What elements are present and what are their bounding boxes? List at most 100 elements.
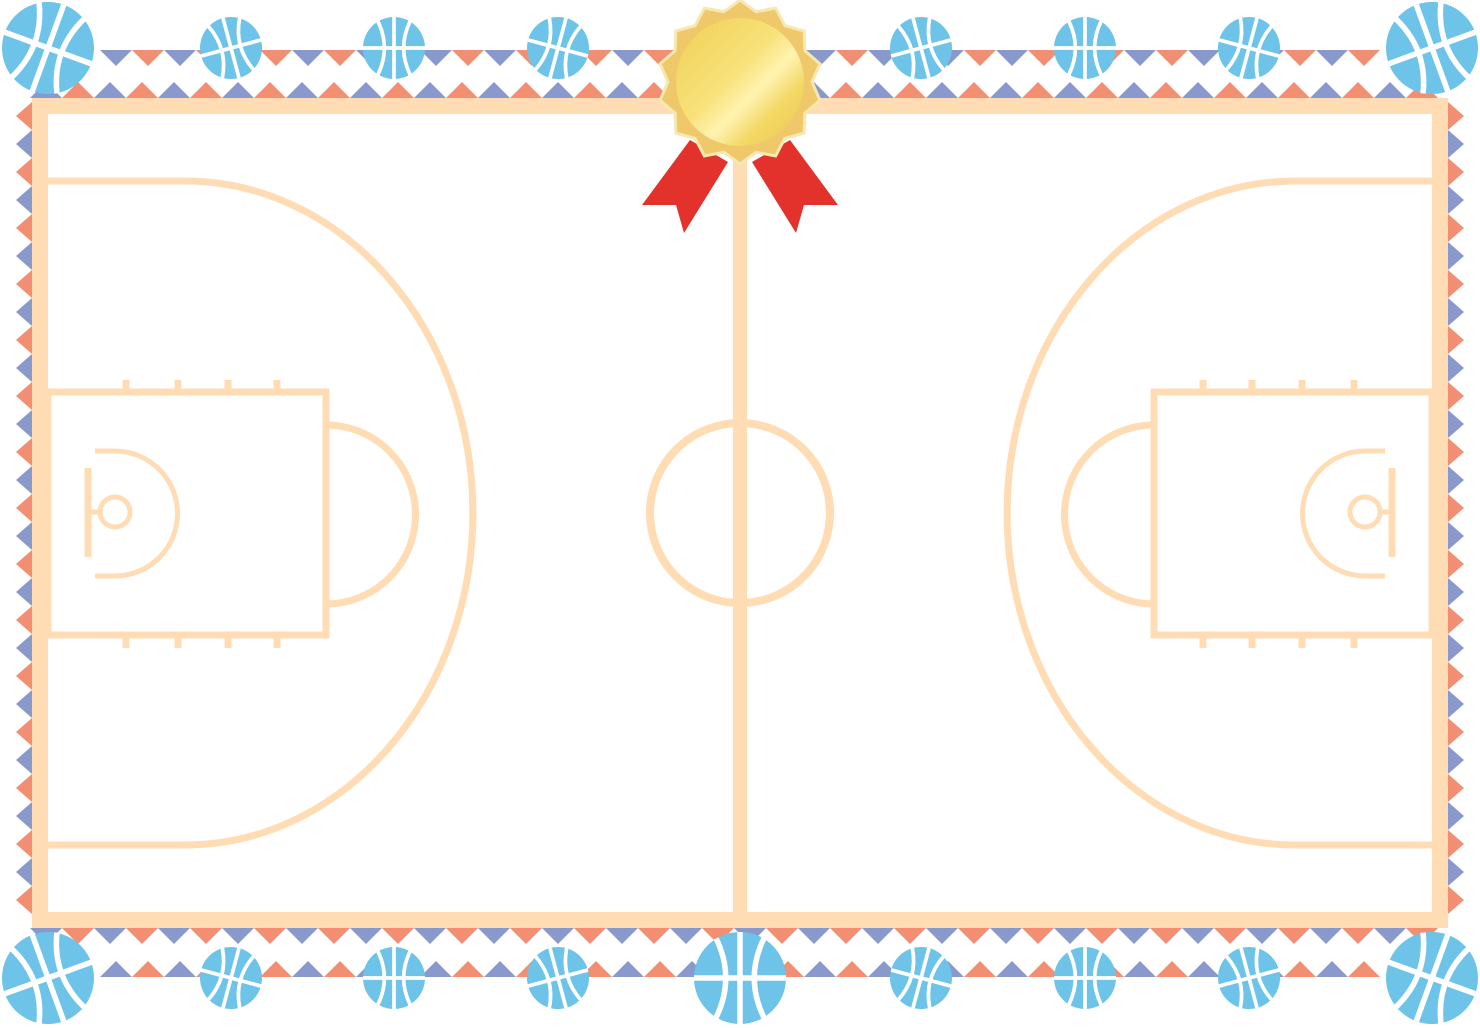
key-right [1150,388,1436,639]
zigzag-triangle [16,774,32,802]
zigzag-triangle [16,886,32,914]
zigzag-triangle [16,858,32,886]
zigzag-triangle [16,662,32,690]
basketball-court [32,98,1448,928]
basketball-icon [518,938,598,1018]
zigzag-triangle [1054,82,1086,98]
zigzag-triangle [926,928,958,944]
zigzag-triangle [1246,928,1278,944]
zigzag-triangle [958,82,990,98]
zigzag-triangle [292,961,324,977]
basketball-icon [1052,945,1118,1011]
zigzag-triangle [1348,961,1380,977]
zigzag-triangle [126,82,158,98]
zigzag-triangle [1448,130,1464,158]
zigzag-triangle [644,50,676,66]
zigzag-triangle [350,928,382,944]
zigzag-triangle [164,50,196,66]
zigzag-triangle [478,82,510,98]
zigzag-triangle [324,50,356,66]
zigzag-triangle [1448,466,1464,494]
zigzag-triangle [382,928,414,944]
zigzag-triangle [1156,961,1188,977]
zigzag-triangle [16,214,32,242]
zigzag-triangle [958,928,990,944]
zigzag-triangle [414,82,446,98]
zigzag-triangle [1448,830,1464,858]
zigzag-triangle [286,928,318,944]
zigzag-triangle [16,494,32,522]
zigzag-triangle [1448,886,1464,914]
zigzag-triangle [1188,961,1220,977]
basketball-icon [518,8,598,88]
zigzag-triangle [452,50,484,66]
zigzag-triangle [894,928,926,944]
zigzag-triangle [1214,928,1246,944]
zigzag-triangle [158,82,190,98]
zigzag-triangle [804,961,836,977]
basketball-icon [0,0,107,107]
zigzag-triangle [484,50,516,66]
basketball-icon [881,938,961,1018]
zigzag-triangle [126,928,158,944]
zigzag-triangle [574,82,606,98]
zigzag-triangle [1156,50,1188,66]
zigzag-triangle [644,961,676,977]
zigzag-triangle [318,928,350,944]
zigzag-triangle [606,82,638,98]
hoop-left [97,494,133,530]
zigzag-border-right [1448,102,1464,914]
zigzag-triangle [1448,186,1464,214]
zigzag-triangle [1182,928,1214,944]
zigzag-triangle [16,522,32,550]
zigzag-triangle [100,50,132,66]
zigzag-triangle [1284,50,1316,66]
zigzag-triangle [1182,82,1214,98]
zigzag-triangle [1448,522,1464,550]
zigzag-triangle [1278,928,1310,944]
zigzag-triangle [16,718,32,746]
zigzag-triangle [574,928,606,944]
zigzag-triangle [254,82,286,98]
zigzag-triangle [16,410,32,438]
zigzag-triangle [292,50,324,66]
zigzag-triangle [1448,214,1464,242]
zigzag-triangle [420,961,452,977]
zigzag-triangle [612,961,644,977]
zigzag-triangle [1246,82,1278,98]
zigzag-triangle [1310,928,1342,944]
zigzag-triangle [16,690,32,718]
zigzag-triangle [1448,634,1464,662]
three-point-line-right [1003,177,1432,849]
zigzag-triangle [926,82,958,98]
zigzag-triangle [350,82,382,98]
zigzag-triangle [16,270,32,298]
zigzag-triangle [1448,550,1464,578]
zigzag-triangle [804,50,836,66]
zigzag-triangle [1188,50,1220,66]
zigzag-triangle [1448,718,1464,746]
basketball-icon [1209,8,1289,88]
zigzag-triangle [830,928,862,944]
zigzag-triangle [1448,662,1464,690]
zigzag-triangle [158,928,190,944]
zigzag-triangle [638,928,670,944]
zigzag-triangle [1448,270,1464,298]
gold-medal-icon [642,0,838,233]
zigzag-triangle [1448,858,1464,886]
zigzag-triangle [830,82,862,98]
zigzag-triangle [16,802,32,830]
zigzag-triangle [164,961,196,977]
zigzag-triangle [1448,438,1464,466]
zigzag-triangle [94,928,126,944]
zigzag-triangle [1028,50,1060,66]
zigzag-triangle [16,746,32,774]
zigzag-triangle [670,928,702,944]
zigzag-triangle [62,82,94,98]
zigzag-triangle [1316,961,1348,977]
zigzag-triangle [1214,82,1246,98]
zigzag-triangle [222,82,254,98]
zigzag-triangle [16,578,32,606]
zigzag-triangle [836,961,868,977]
zigzag-triangle [260,961,292,977]
